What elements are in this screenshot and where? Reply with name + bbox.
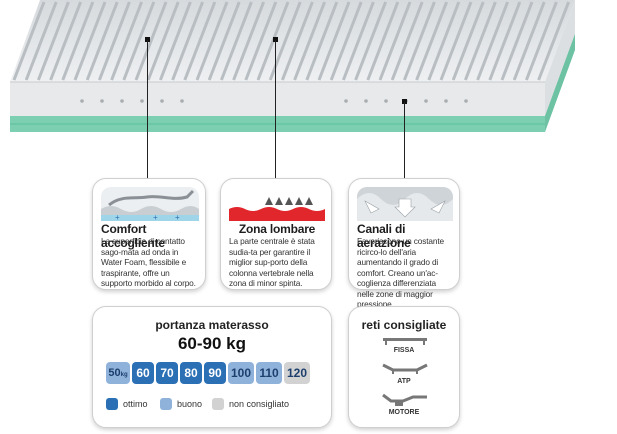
callout-comfort: + + + Comfort accogliente La superficie di… (92, 178, 206, 290)
mattress-illustration (10, 0, 575, 132)
scale-cell: 80 (180, 362, 202, 384)
rete-motore-icon (382, 393, 427, 406)
callout-text: La parte centrale è stata sudia-ta per g… (229, 236, 315, 288)
portanza-range: 60-90 kg (177, 334, 247, 353)
legend-swatch-buono (160, 398, 172, 410)
rete-atp-icon (382, 363, 428, 374)
connector-comfort (147, 40, 148, 180)
portanza-title: portanza materasso (155, 318, 269, 332)
callout-title: Comfort accogliente (101, 222, 165, 250)
scale-cell: 100 (228, 362, 254, 384)
lombare-thumbnail (229, 187, 325, 221)
legend-swatch-non-consigliato (212, 398, 224, 410)
scale-cell: 120 (284, 362, 310, 384)
callout-text: La superficie di contatto sago-mata ad o… (101, 236, 196, 288)
connector-lombare (275, 40, 276, 180)
scale-cell: 60 (132, 362, 154, 384)
scale-first-value: 50 (108, 367, 121, 379)
legend-label: ottimo (123, 399, 148, 409)
aerazione-thumbnail (357, 187, 453, 221)
scale-unit: kg (120, 372, 128, 378)
scale-cell: 70 (156, 362, 178, 384)
callout-aerazione: Canali di aerazione Favoriscono un costa… (348, 178, 460, 309)
svg-text:+: + (115, 213, 120, 221)
rete-label-motore: MOTORE (388, 409, 420, 416)
marker-aerazione (402, 99, 407, 104)
callout-text: Favoriscono un costante ricirco-lo dell'… (357, 236, 444, 309)
legend-label: non consigliato (229, 399, 290, 409)
legend-label: buono (177, 399, 203, 409)
marker-lombare (273, 37, 278, 42)
legend-swatch-ottimo (106, 398, 118, 410)
svg-text:+: + (175, 213, 180, 221)
legend-non-consigliato: non consigliato (212, 398, 289, 410)
scale-cell: 90 (204, 362, 226, 384)
callout-title: Canali di aerazione (357, 222, 411, 250)
svg-text:+: + (153, 213, 158, 221)
connector-aerazione (404, 102, 405, 180)
rete-fissa-icon (383, 338, 427, 345)
reti-panel (348, 306, 460, 428)
rete-label-fissa: FISSA (393, 347, 415, 354)
legend-ottimo: ottimo (106, 398, 148, 410)
scale-cell: 110 (256, 362, 282, 384)
legend-buono: buono (160, 398, 202, 410)
marker-comfort (145, 37, 150, 42)
comfort-thumbnail: + + + (101, 187, 199, 221)
reti-title: reti consigliate (361, 318, 447, 332)
callout-lombare: Zona lombare La parte centrale è stata s… (220, 178, 332, 290)
callout-title: Zona lombare (238, 222, 316, 236)
rete-label-atp: ATP (397, 378, 411, 385)
